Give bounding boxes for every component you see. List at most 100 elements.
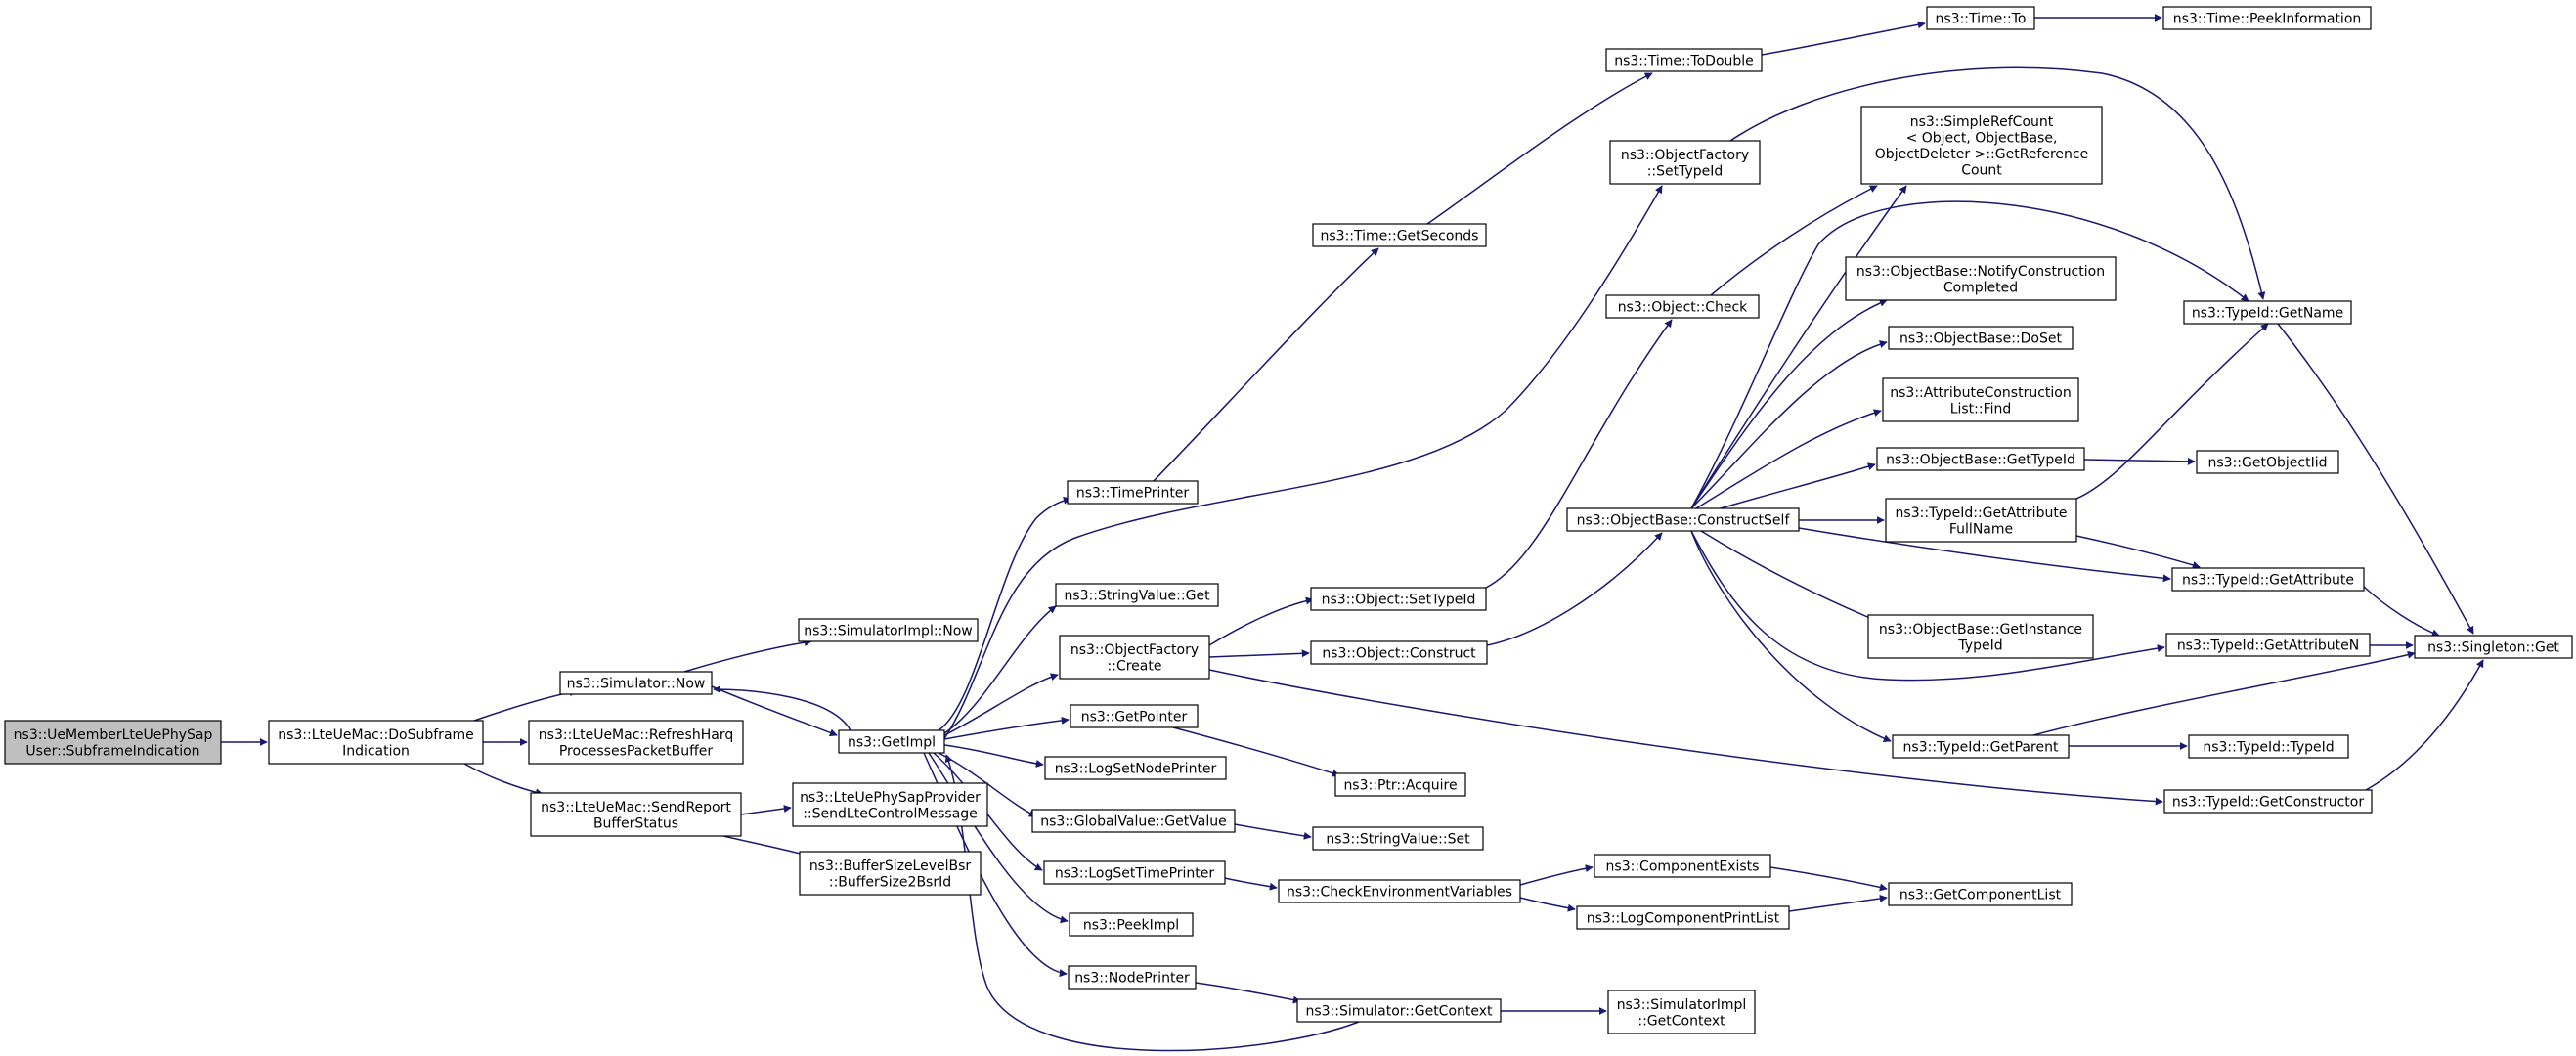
node-component-exists[interactable]: ns3::ComponentExists [1594, 854, 1771, 878]
edge-check_env-to-component_exists [1519, 864, 1594, 886]
node-node-printer[interactable]: ns3::NodePrinter [1068, 965, 1197, 990]
node-label-line: ::GetContext [1637, 1013, 1725, 1029]
node-box [1044, 756, 1227, 780]
node-label-line: ns3::TypeId::GetConstructor [2172, 795, 2364, 811]
node-typeid-typeid[interactable]: ns3::TypeId::TypeId [2188, 734, 2349, 759]
node-time-peekinfo[interactable]: ns3::Time::PeekInformation [2162, 6, 2372, 30]
node-label-line: ns3::GetComponentList [1899, 888, 2062, 903]
node-box [1576, 905, 1790, 930]
node-label-line: User::SubframeIndication [25, 743, 199, 759]
node-time-to[interactable]: ns3::Time::To [1926, 6, 2035, 30]
node-simimpl-now[interactable]: ns3::SimulatorImpl::Now [798, 618, 979, 642]
node-label-line: ns3::TypeId::GetAttributeN [2177, 638, 2359, 654]
node-box [2165, 633, 2371, 657]
node-typeid-getparent[interactable]: ns3::TypeId::GetParent [1892, 734, 2070, 759]
node-label-line: ns3::Singleton::Get [2427, 640, 2559, 656]
node-time-printer[interactable]: ns3::TimePrinter [1067, 480, 1199, 505]
node-obj-check[interactable]: ns3::Object::Check [1605, 294, 1760, 319]
node-notify-construction[interactable]: ns3::ObjectBase::NotifyConstructionCompl… [1845, 256, 2117, 301]
node-box [2163, 789, 2373, 814]
node-objfactory-settypeid[interactable]: ns3::ObjectFactory::SetTypeId [1609, 140, 1761, 185]
node-typeid-getattributen[interactable]: ns3::TypeId::GetAttributeN [2165, 633, 2371, 657]
edge-objbase_constructself-to-typeid_getparent [1690, 530, 1892, 743]
node-label-line: ns3::LteUePhySapProvider [800, 790, 981, 806]
node-get-object-iid[interactable]: ns3::GetObjectIid [2196, 450, 2339, 474]
node-sim-getcontext[interactable]: ns3::Simulator::GetContext [1296, 998, 1502, 1023]
node-box [530, 792, 742, 837]
edge-objfactory_settypeid-to-typeid_getname [1729, 66, 2266, 300]
node-label-line: ns3::Object::Check [1618, 300, 1748, 316]
node-typeid-getattribute[interactable]: ns3::TypeId::GetAttribute [2171, 567, 2365, 592]
node-layer: ns3::UeMemberLteUePhySapUser::SubframeIn… [4, 6, 2573, 1034]
edge-objbase_constructself-to-objbase_getinstance_typeid [1700, 530, 1878, 622]
node-label-line: ns3::Simulator::Now [567, 677, 706, 692]
node-objbase-doset[interactable]: ns3::ObjectBase::DoSet [1888, 326, 2074, 350]
node-time-todouble[interactable]: ns3::Time::ToDouble [1605, 48, 1763, 72]
node-simple-refcount[interactable]: ns3::SimpleRefCount< Object, ObjectBase,… [1860, 106, 2103, 185]
node-refresh-harq[interactable]: ns3::LteUeMac::RefreshHarqProcessesPacke… [528, 720, 744, 765]
node-obj-construct[interactable]: ns3::Object::Construct [1310, 640, 1488, 665]
node-singleton-get[interactable]: ns3::Singleton::Get [2414, 635, 2573, 659]
node-box [1070, 704, 1199, 728]
node-log-component-list[interactable]: ns3::LogComponentPrintList [1576, 905, 1790, 930]
node-ue-subframe: ns3::UeMemberLteUePhySapUser::SubframeIn… [4, 720, 222, 765]
edge-get_impl-to-sim_now [713, 685, 851, 731]
edge-objbase_constructself-to-attr_construction_find [1695, 409, 1882, 509]
edge-objbase_constructself-to-objbase_gettypeid [1720, 462, 1876, 509]
edge-obj_settypeid-to-obj_check [1485, 319, 1673, 589]
node-box [1067, 480, 1199, 505]
node-log-node-printer[interactable]: ns3::LogSetNodePrinter [1044, 756, 1227, 780]
edge-typeid_getconstructor-to-singleton_get [2365, 659, 2484, 791]
edge-layer [221, 14, 2484, 1052]
edge-time_todouble-to-time_to [1761, 21, 1926, 56]
node-check-env[interactable]: ns3::CheckEnvironmentVariables [1278, 879, 1521, 903]
node-box [2171, 567, 2365, 592]
node-box [1031, 809, 1236, 833]
node-objbase-gettypeid[interactable]: ns3::ObjectBase::GetTypeId [1876, 447, 2085, 471]
node-get-component-list[interactable]: ns3::GetComponentList [1888, 882, 2073, 906]
node-peek-impl[interactable]: ns3::PeekImpl [1069, 912, 1194, 937]
node-box [559, 671, 713, 695]
node-objbase-constructself[interactable]: ns3::ObjectBase::ConstructSelf [1566, 507, 1800, 532]
node-label-line: ns3::TimePrinter [1076, 486, 1190, 502]
node-box [268, 720, 484, 765]
node-box [1605, 294, 1760, 319]
node-get-pointer[interactable]: ns3::GetPointer [1070, 704, 1199, 728]
node-objfactory-create[interactable]: ns3::ObjectFactory::Create [1059, 635, 1210, 680]
edge-get_impl-to-string_get [943, 605, 1057, 734]
edge-sim_now-to-get_impl [711, 685, 838, 737]
node-obj-settypeid[interactable]: ns3::Object::SetTypeId [1310, 587, 1487, 611]
node-box [1892, 734, 2070, 759]
edge-check_env-to-log_component_list [1519, 897, 1576, 912]
node-label-line: ns3::ObjectBase::GetTypeId [1886, 453, 2075, 468]
node-log-time-printer[interactable]: ns3::LogSetTimePrinter [1043, 860, 1226, 885]
node-label-line: ns3::GetImpl [848, 735, 936, 751]
node-bsr[interactable]: ns3::BufferSizeLevelBsr::BufferSize2BsrI… [799, 851, 982, 896]
node-box [1609, 140, 1761, 185]
edge-typeid_getattribute-to-singleton_get [2363, 586, 2440, 638]
node-get-impl[interactable]: ns3::GetImpl [838, 729, 945, 754]
edge-get_impl-to-objfactory_settypeid [942, 185, 1663, 741]
node-label-line: ns3::LteUeMac::SendReport [541, 800, 731, 815]
node-simimpl-getcontext[interactable]: ns3::SimulatorImpl::GetContext [1607, 990, 1756, 1034]
node-sim-now[interactable]: ns3::Simulator::Now [559, 671, 713, 695]
node-ptr-acquire[interactable]: ns3::Ptr::Acquire [1334, 772, 1466, 797]
node-label-line: ns3::ObjectBase::GetInstance [1879, 622, 2082, 638]
edge-typeid_getparent-to-singleton_get [2032, 650, 2416, 736]
node-time-getseconds[interactable]: ns3::Time::GetSeconds [1312, 223, 1487, 247]
node-typeid-getconstructor[interactable]: ns3::TypeId::GetConstructor [2163, 789, 2373, 814]
edge-do_subframe-to-send_report [463, 763, 544, 797]
edge-objbase_constructself-to-typeid_getattributen [1690, 530, 2165, 682]
node-send-lte-ctrl[interactable]: ns3::LteUePhySapProvider::SendLteControl… [792, 782, 988, 827]
node-typeid-getname[interactable]: ns3::TypeId::GetName [2183, 300, 2352, 325]
node-string-get[interactable]: ns3::StringValue::Get [1055, 583, 1219, 607]
node-global-get[interactable]: ns3::GlobalValue::GetValue [1031, 809, 1236, 833]
node-string-set[interactable]: ns3::StringValue::Set [1312, 826, 1484, 851]
node-box [1068, 965, 1197, 990]
